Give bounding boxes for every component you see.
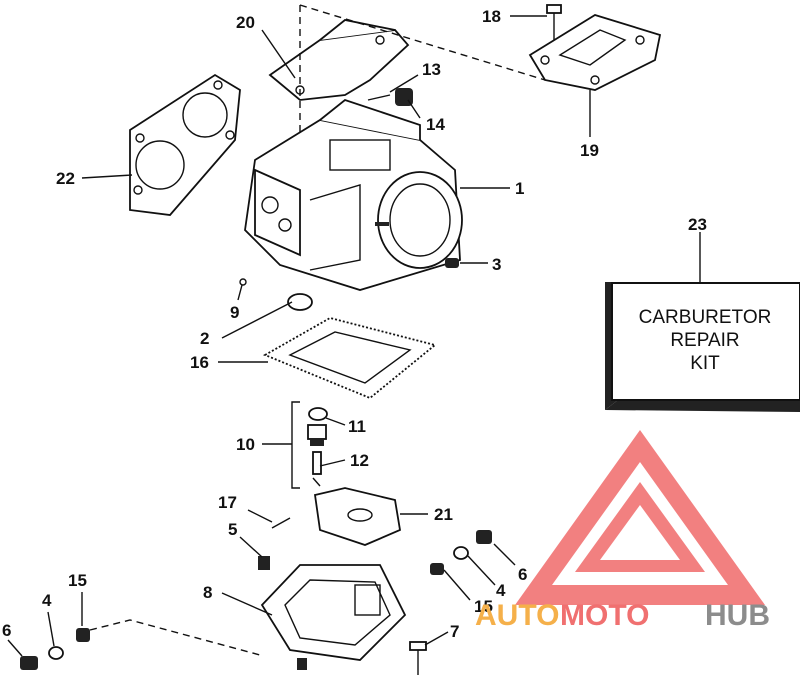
float-21: [313, 487, 402, 546]
gasket-19: [528, 14, 662, 91]
gasket-22: [129, 73, 241, 216]
needle-12: [312, 451, 322, 475]
callout-8: 8: [203, 583, 212, 602]
callout-1: 1: [515, 179, 524, 198]
callout-21: 21: [434, 505, 453, 524]
kit-label-line2: REPAIR: [670, 330, 739, 351]
callout-19: 19: [580, 141, 599, 160]
callout-4: 4: [496, 581, 506, 600]
repair-kit-box: CARBURETOR REPAIR KIT: [605, 282, 800, 412]
seat-10: [307, 424, 327, 446]
watermark-moto: MOTO: [560, 599, 649, 632]
plug-2: [287, 293, 313, 311]
washer-4-right: [453, 546, 469, 560]
callout-6-left: 6: [2, 621, 11, 640]
callout-6: 6: [518, 565, 527, 584]
alignment-line: [299, 4, 546, 150]
callout-2: 2: [200, 329, 209, 348]
pin-13: [367, 94, 391, 101]
callout-13: 13: [422, 60, 441, 79]
plug-6-left: [20, 656, 38, 670]
callout-4-left: 4: [42, 591, 52, 610]
carburetor-body-1: [244, 98, 463, 291]
watermark-text: AUTO MOTO HUB: [475, 599, 770, 632]
callout-11: 11: [348, 417, 366, 436]
callout-numbers: 1 2 3 4 5 6 7 8 9 10 11 12 13 14 15 16 1…: [2, 7, 707, 641]
leader-lines: [7, 15, 701, 657]
gasket-16: [262, 317, 437, 400]
callout-12: 12: [350, 451, 369, 470]
watermark-auto: AUTO: [475, 599, 559, 632]
callout-15-left: 15: [68, 571, 87, 590]
float-bowl-8: [260, 564, 407, 670]
callout-17: 17: [218, 493, 237, 512]
watermark-logo: [515, 430, 765, 605]
screw-5: [258, 556, 270, 570]
callout-7: 7: [450, 622, 459, 641]
jet-15-left: [76, 628, 90, 642]
callout-22: 22: [56, 169, 75, 188]
fitting-3: [445, 258, 459, 268]
cover-plate-20: [268, 19, 410, 101]
callout-20: 20: [236, 13, 255, 32]
alignment-line-bottom: [89, 619, 261, 656]
plug-6-right: [476, 530, 492, 544]
screw-7: [409, 641, 427, 675]
callout-15: 15: [474, 597, 493, 616]
needle-valve-bracket-10: [291, 401, 300, 489]
callout-3: 3: [492, 255, 501, 274]
callout-9: 9: [230, 303, 239, 322]
callout-16: 16: [190, 353, 209, 372]
jet-15-right: [430, 563, 444, 575]
callout-10: 10: [236, 435, 255, 454]
kit-label-line3: KIT: [690, 353, 720, 374]
ball-9: [239, 278, 247, 286]
callout-14: 14: [426, 115, 445, 134]
screw-18: [546, 4, 562, 40]
washer-4-left: [48, 646, 64, 660]
callout-18: 18: [482, 7, 501, 26]
washer-11: [308, 407, 328, 421]
callout-23: 23: [688, 215, 707, 234]
kit-label-line1: CARBURETOR: [639, 307, 772, 328]
watermark-hub: HUB: [705, 599, 770, 632]
callout-5: 5: [228, 520, 237, 539]
pin-17: [271, 517, 291, 529]
